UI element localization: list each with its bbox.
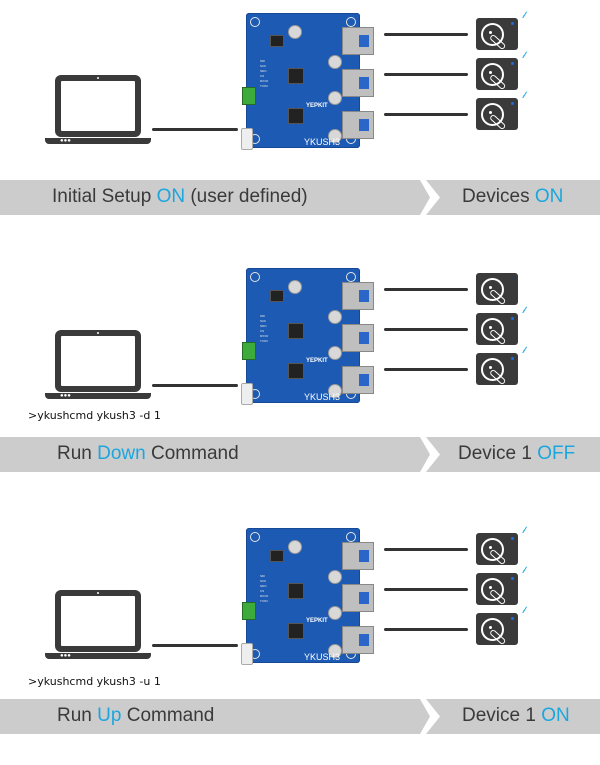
action-step: Run Up Command [0,699,430,734]
result-step: Device 1 ON [426,699,600,734]
host-usb-cable [152,128,238,131]
activity-signal-icon: ∙∕∕ [522,50,525,60]
activity-signal-icon: ∙∕∕ [522,10,525,20]
port-3-cable [384,113,468,116]
laptop-icon: ●●● [45,330,153,402]
port-2-cable [384,73,468,76]
board-model: YKUSH3 [304,137,341,147]
host-usb-cable [152,644,238,647]
laptop-icon: ●●● [45,590,153,662]
result-step: Device 1 OFF [426,437,600,472]
status-led-icon [511,357,514,360]
board-model: YKUSH3 [304,392,341,402]
action-label: Initial Setup ON (user defined) [52,186,308,207]
activity-signal-icon: ∙∕∕ [522,605,525,615]
hard-drive-icon: ∙∕∕ [476,91,526,131]
micro-usb-port [241,643,253,665]
activity-signal-icon: ∙∕∕ [522,305,525,315]
port-3-cable [384,368,468,371]
hard-drive-icon: ∙∕∕ [476,346,526,386]
port-1-cable [384,33,468,36]
board-brand: YEPKIT [306,103,328,109]
action-step: Run Down Command [0,437,430,472]
status-band: Initial Setup ON (user defined) Devices … [0,180,600,215]
status-band: Run Down Command Device 1 OFF [0,437,600,472]
activity-signal-icon: ∙∕∕ [522,90,525,100]
status-led-icon [511,277,514,280]
status-led-icon [511,577,514,580]
board-model: YKUSH3 [304,652,341,662]
status-led-icon [511,617,514,620]
hard-drive-icon: ∙∕∕ [476,526,526,566]
status-led-icon [511,62,514,65]
hard-drive-icon: ∙∕∕ [476,306,526,346]
status-led-icon [511,102,514,105]
command-text: >ykushcmd ykush3 -u 1 [28,675,161,688]
hard-drive-icon: ∙∕∕ [476,566,526,606]
status-band: Run Up Command Device 1 ON [0,699,600,734]
status-led-icon [511,22,514,25]
laptop-icon: ●●● [45,75,153,147]
board-brand: YEPKIT [306,358,328,364]
hard-drive-icon: ∙∕∕ [476,51,526,91]
port-1-cable [384,548,468,551]
result-label: Device 1 ON [462,705,570,726]
action-step: Initial Setup ON (user defined) [0,180,430,215]
status-led-icon [511,537,514,540]
action-label: Run Up Command [57,705,215,726]
status-led-icon [511,317,514,320]
activity-signal-icon: ∙∕∕ [522,565,525,575]
terminal-block [242,602,256,620]
terminal-block [242,342,256,360]
hard-drive-icon: ∙∕∕ [476,606,526,646]
hard-drive-icon: ∙∕∕ [476,11,526,51]
port-3-cable [384,628,468,631]
micro-usb-port [241,128,253,150]
command-text: >ykushcmd ykush3 -d 1 [28,409,161,422]
host-usb-cable [152,384,238,387]
activity-signal-icon: ∙∕∕ [522,525,525,535]
terminal-block [242,87,256,105]
board-brand: YEPKIT [306,618,328,624]
micro-usb-port [241,383,253,405]
hard-drive-icon [476,273,518,306]
result-step: Devices ON [426,180,600,215]
result-label: Device 1 OFF [458,443,576,464]
action-label: Run Down Command [57,443,239,464]
result-label: Devices ON [462,186,564,207]
activity-signal-icon: ∙∕∕ [522,345,525,355]
port-2-cable [384,328,468,331]
port-1-cable [384,288,468,291]
port-2-cable [384,588,468,591]
